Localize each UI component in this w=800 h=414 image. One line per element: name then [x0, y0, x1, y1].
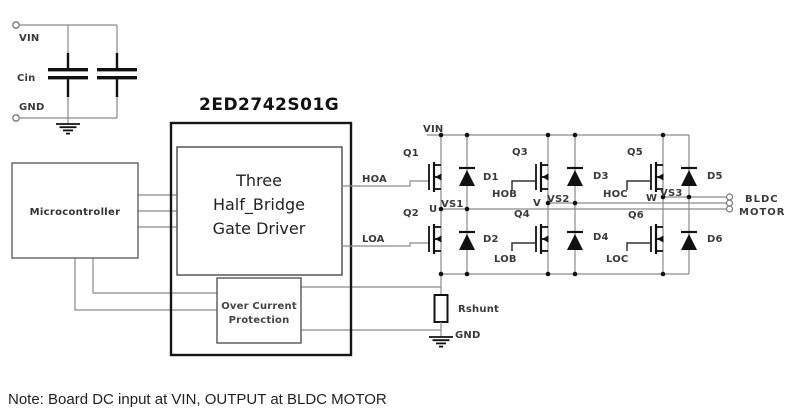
cin-label: Cin: [17, 73, 36, 84]
driver-core-line2: Half_Bridge: [213, 195, 305, 215]
ground-icon: [428, 336, 454, 348]
vin-terminal: [12, 21, 20, 29]
hoc-label: HOC: [603, 189, 628, 200]
d3-label: D3: [593, 171, 609, 182]
junction-dot: [545, 271, 551, 277]
d5-label: D5: [707, 171, 723, 182]
q3-label: Q3: [512, 147, 528, 158]
q1-mosfet-icon: [427, 160, 443, 194]
microcontroller-box: [11, 162, 139, 259]
lob-gate-stub: [511, 242, 536, 251]
junction-dot: [438, 271, 444, 277]
gate-driver-outer-box: [169, 121, 353, 357]
vin-input-label: VIN: [19, 33, 39, 44]
junction-dot: [660, 271, 666, 277]
driver-part-number: 2ED2742S01G: [199, 95, 339, 115]
capacitor-branch-wires: [67, 25, 118, 118]
q2-label: Q2: [403, 208, 419, 219]
junction-dot: [572, 271, 578, 277]
motor-terminal-v: [725, 199, 734, 207]
junction-dot: [572, 132, 578, 138]
hoa-label: HOA: [362, 174, 387, 185]
d1-label: D1: [483, 172, 499, 183]
capacitor-icon: [97, 53, 137, 97]
junction-dot: [660, 132, 666, 138]
q5-label: Q5: [627, 147, 643, 158]
q6-label: Q6: [628, 210, 644, 221]
vin-rail-label: VIN: [423, 124, 443, 135]
loc-label: LOC: [606, 254, 628, 265]
d5-diode-icon: [679, 166, 699, 188]
capacitor-icon: [48, 53, 88, 97]
control-wires: [74, 194, 441, 331]
vs2-label: VS2: [547, 194, 570, 205]
junction-dot: [545, 132, 551, 138]
loa-label: LOA: [362, 234, 385, 245]
q6-mosfet-icon: [649, 222, 665, 256]
junction-dot: [464, 206, 470, 212]
gate-driver-block: 2ED2742S01G Three Half_Bridge Gate Drive…: [169, 95, 353, 357]
d4-diode-icon: [565, 230, 585, 252]
vs1-label: VS1: [441, 199, 464, 210]
loc-gate-stub: [626, 242, 651, 251]
d1-diode-icon: [457, 166, 477, 188]
ocp-line1: Over Current: [221, 301, 297, 312]
ocp-box: [216, 277, 302, 344]
microcontroller-label: Microcontroller: [30, 207, 121, 218]
shunt-resistor-icon: [433, 274, 449, 337]
gate-driver-core-box: [176, 146, 343, 276]
ocp-line2: Protection: [229, 315, 290, 326]
bridge: VIN Q1 Q2 Q3 Q4 Q5 Q6 D1 D2 D3 D4 D5 D6 …: [403, 124, 727, 348]
junction-dots: [438, 132, 692, 277]
junction-dot: [545, 200, 551, 206]
loa-wire: [342, 242, 429, 247]
d2-diode-icon: [457, 230, 477, 252]
hob-label: HOB: [492, 189, 517, 200]
driver-core-line3: Gate Driver: [213, 219, 306, 238]
motor-terminal-u: [725, 205, 734, 213]
motor-terminal-w: [725, 193, 734, 201]
motor-label-line1: BLDC: [745, 194, 779, 205]
q3-mosfet-icon: [534, 160, 550, 194]
junction-dot: [464, 132, 470, 138]
phase-v-label: V: [533, 198, 541, 209]
q2-mosfet-icon: [427, 222, 443, 256]
rshunt-label: Rshunt: [458, 304, 499, 315]
q1-label: Q1: [403, 148, 419, 159]
d3-diode-icon: [565, 166, 585, 188]
hob-gate-stub: [511, 180, 536, 190]
d6-label: D6: [707, 234, 723, 245]
vs3-label: VS3: [660, 188, 683, 199]
microcontroller-block: Microcontroller: [11, 162, 139, 259]
junction-dot: [464, 271, 470, 277]
gnd-input-label: GND: [19, 102, 44, 113]
board-note: Note: Board DC input at VIN, OUTPUT at B…: [8, 391, 387, 408]
hoc-gate-stub: [626, 180, 651, 190]
phase-w-label: W: [646, 193, 657, 204]
junction-dot: [660, 194, 666, 200]
motor-connector: BLDC MOTOR: [725, 193, 785, 218]
dc-input-filter: VIN Cin GND: [12, 21, 137, 135]
d4-label: D4: [593, 232, 609, 243]
junction-dot: [572, 200, 578, 206]
phase-u-label: U: [429, 204, 437, 215]
ground-icon: [55, 123, 81, 135]
mcu-to-ocp-wires: [74, 258, 217, 311]
gnd-terminal: [12, 114, 20, 122]
lob-label: LOB: [494, 254, 517, 265]
hoa-wire: [342, 180, 429, 187]
junction-dot: [438, 132, 444, 138]
motor-label-line2: MOTOR: [739, 207, 785, 218]
d2-label: D2: [483, 234, 499, 245]
junction-dot: [686, 194, 692, 200]
gate-output-wires: HOA LOA: [342, 174, 429, 247]
ocp-sense-wires: [301, 286, 441, 331]
driver-core-line1: Three: [235, 171, 282, 190]
gnd-rail-label: GND: [455, 330, 480, 341]
junction-dot: [438, 206, 444, 212]
d6-diode-icon: [679, 230, 699, 252]
q4-label: Q4: [514, 209, 530, 220]
q4-mosfet-icon: [534, 222, 550, 256]
